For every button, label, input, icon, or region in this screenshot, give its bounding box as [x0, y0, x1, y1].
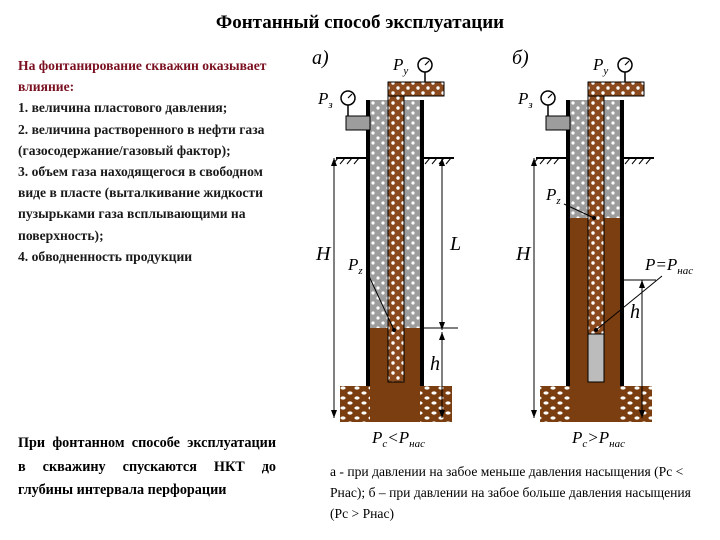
panel-a-tag: а): [312, 47, 329, 69]
panel-b-tubing-liquid: [587, 333, 605, 383]
panel-a-flowline: [387, 81, 445, 97]
panel-b-casing-left: [566, 100, 570, 400]
factor-4: 4. обводненность продукции: [18, 248, 193, 264]
well-diagram: а) Pу Pз: [312, 47, 693, 450]
panel-a-pz-label: Pз: [317, 89, 333, 111]
panel-b-flowline: [587, 81, 645, 97]
factors-lead: На фонтанирование скважин оказывает влия…: [18, 58, 267, 95]
panel-a-pzz-label: Pz: [347, 255, 363, 277]
panel-b: б) Pу Pз: [512, 47, 693, 450]
panel-b-bottomhole-fluid: [570, 386, 620, 422]
panel-a-bottom-label: Pс<Pнас: [371, 428, 425, 450]
panel-b-h-label: H: [515, 243, 532, 265]
panel-b-casing-right: [620, 100, 624, 400]
panel-a-annulus-outlet: [345, 115, 371, 131]
page-title: Фонтанный способ эксплуатации: [215, 12, 505, 33]
panel-a-h-label: H: [315, 243, 332, 265]
panel-a-casing-right: [420, 100, 424, 400]
factor-1: 1. величина пластового давления;: [18, 100, 228, 116]
tubing-note: При фонтанном способе эксплуатации в скв…: [18, 435, 276, 498]
diagram-caption: а - при давлении на забое меньше давлени…: [330, 464, 691, 521]
panel-a-bottomhole-fluid: [370, 386, 420, 422]
influence-factors: На фонтанирование скважин оказывает влия…: [18, 55, 280, 267]
panel-a: а) Pу Pз: [312, 47, 461, 450]
panel-a-py-label: Pу: [392, 55, 408, 77]
panel-a-casing-left: [366, 100, 370, 400]
panel-b-py-label: Pу: [592, 55, 608, 77]
panel-b-hh-label: h: [630, 301, 640, 323]
panel-b-annulus-outlet: [545, 115, 571, 131]
panel-a-tubing: [387, 81, 405, 383]
panel-b-pz-label: Pз: [517, 89, 533, 111]
panel-b-eq-label: P=Pнас: [644, 255, 693, 277]
panel-b-tag: б): [512, 47, 529, 69]
factor-2: 2. величина растворенного в нефти газа (…: [18, 121, 265, 158]
panel-a-l-label: L: [449, 233, 461, 255]
factor-3: 3. объем газа находящегося в свободном в…: [18, 164, 263, 243]
panel-b-pzz-label: Pz: [545, 185, 561, 207]
panel-b-bottom-label: Pс>Pнас: [571, 428, 625, 450]
panel-a-hh-label: h: [430, 353, 440, 375]
panel-b-tubing-gas: [587, 81, 605, 335]
